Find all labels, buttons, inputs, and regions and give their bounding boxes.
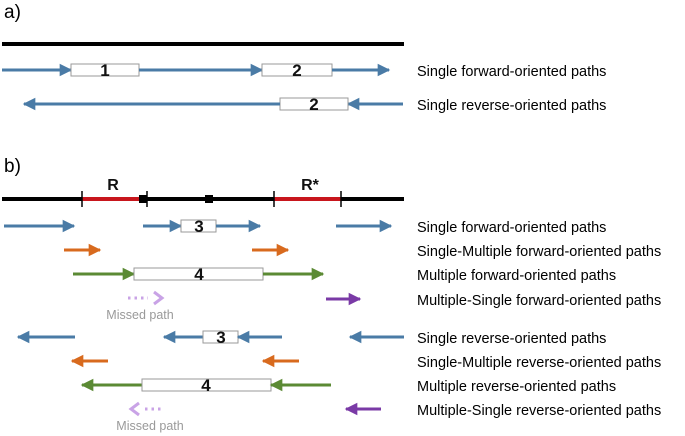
panel-a-row-label-reverse: Single reverse-oriented paths <box>417 98 606 114</box>
b-node-4-forward-number: 4 <box>194 265 204 284</box>
repeat-r-star-label: R* <box>301 177 320 194</box>
panel-a-row-label-forward: Single forward-oriented paths <box>417 64 606 80</box>
b-node-3-reverse-number: 3 <box>216 328 225 347</box>
b-row-label-4: Multiple-Single forward-oriented paths <box>417 293 661 309</box>
b-node-4-reverse-number: 4 <box>201 376 211 395</box>
b-missed-forward-label: Missed path <box>106 308 173 322</box>
reference-marker-2 <box>205 195 213 203</box>
b-row-label-3: Multiple forward-oriented paths <box>417 268 616 284</box>
b-row-label-6: Single-Multiple reverse-oriented paths <box>417 355 661 371</box>
b-missed-reverse-label: Missed path <box>116 419 183 433</box>
b-row-label-2: Single-Multiple forward-oriented paths <box>417 244 661 260</box>
b-node-3-forward-number: 3 <box>194 217 203 236</box>
b-missed-reverse-arrowhead <box>128 401 140 417</box>
panel-a-node-2-reverse-number: 2 <box>309 95 318 114</box>
b-row-label-7: Multiple reverse-oriented paths <box>417 379 616 395</box>
b-row-label-8: Multiple-Single reverse-oriented paths <box>417 403 661 419</box>
panel-a-node-2-number: 2 <box>292 61 301 80</box>
b-missed-forward-arrowhead <box>153 290 165 306</box>
panel-a-letter: a) <box>4 2 21 23</box>
b-row-label-1: Single forward-oriented paths <box>417 220 606 236</box>
reference-marker-1 <box>139 195 147 203</box>
repeat-r-label: R <box>107 177 119 194</box>
b-row-label-5: Single reverse-oriented paths <box>417 331 606 347</box>
panel-b-letter: b) <box>4 156 21 177</box>
panel-a-node-1-number: 1 <box>100 61 109 80</box>
